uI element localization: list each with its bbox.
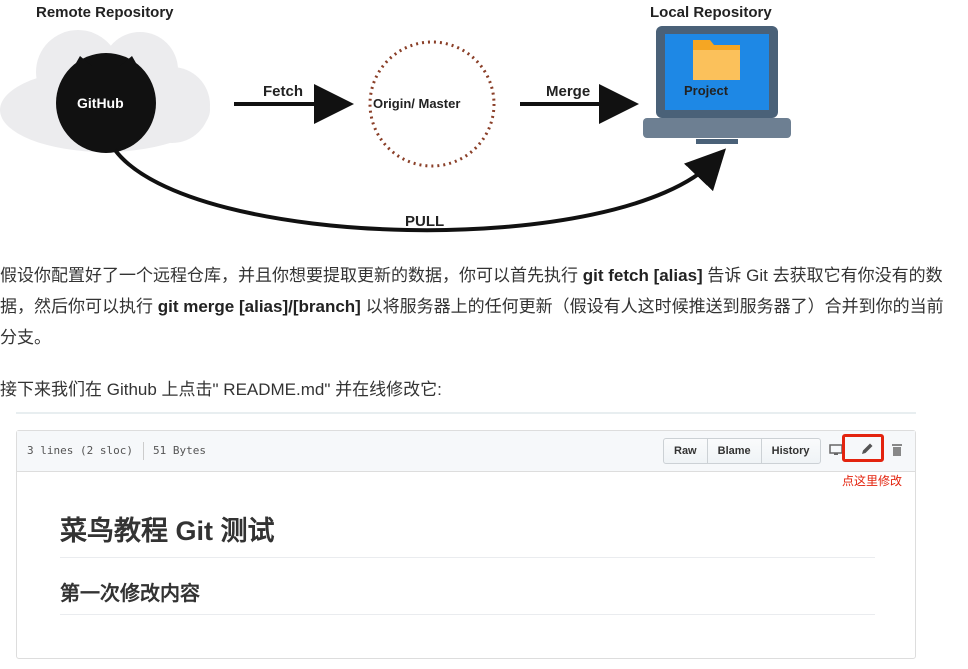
file-lines-info: 3 lines (2 sloc) <box>27 444 133 457</box>
git-fetch-merge-diagram: Remote Repository GitHub Fetch Origin/ M… <box>0 4 791 233</box>
github-edit-paragraph: 接下来我们在 Github 上点击" README.md" 并在线修改它: <box>0 380 442 399</box>
git-fetch-command: git fetch [alias] <box>582 266 703 285</box>
local-repository-title: Local Repository <box>650 4 772 21</box>
readme-heading-2: 第一次修改内容 <box>60 577 875 615</box>
blame-button[interactable]: Blame <box>706 438 762 464</box>
origin-master-label: Origin/ Master <box>373 96 460 111</box>
fetch-label: Fetch <box>263 83 303 100</box>
git-merge-command: git merge [alias]/[branch] <box>157 297 361 316</box>
project-label: Project <box>684 83 729 98</box>
github-logo-icon: GitHub <box>56 53 156 153</box>
folder-icon <box>693 40 740 80</box>
pull-label: PULL <box>405 213 444 230</box>
readme-heading-1: 菜鸟教程 Git 测试 <box>60 511 875 558</box>
desktop-icon[interactable] <box>829 443 843 457</box>
p1-text-2: 告诉 Git 去获取它有你没有的数据，然后你可以执行 <box>0 266 943 316</box>
github-file-panel: 3 lines (2 sloc) 51 Bytes Raw Blame Hist… <box>16 430 916 659</box>
divider <box>16 412 916 414</box>
raw-button[interactable]: Raw <box>663 438 708 464</box>
edit-hint-label: 点这里修改 <box>842 474 903 488</box>
remote-repository-title: Remote Repository <box>36 4 174 21</box>
pull-arrow <box>113 148 727 233</box>
p1-text-1: 假设你配置好了一个远程仓库，并且你想要提取更新的数据，你可以首先执行 <box>0 266 583 285</box>
file-header: 3 lines (2 sloc) 51 Bytes Raw Blame Hist… <box>17 431 915 472</box>
fetch-merge-paragraph: 假设你配置好了一个远程仓库，并且你想要提取更新的数据，你可以首先执行 git f… <box>0 260 960 353</box>
p1-text-3: 以将服务器上的任何更新（假设有人这时候推送到服务器了）合并到你的当前分支。 <box>0 297 944 347</box>
file-size-info: 51 Bytes <box>153 444 206 457</box>
trash-icon[interactable] <box>891 443 903 457</box>
pencil-icon[interactable] <box>859 441 875 457</box>
meta-separator <box>143 442 144 460</box>
github-label: GitHub <box>77 95 124 111</box>
history-button[interactable]: History <box>760 438 821 464</box>
file-actions-group: Raw Blame History <box>663 438 821 464</box>
merge-label: Merge <box>546 83 590 100</box>
origin-master-circle <box>368 40 496 168</box>
